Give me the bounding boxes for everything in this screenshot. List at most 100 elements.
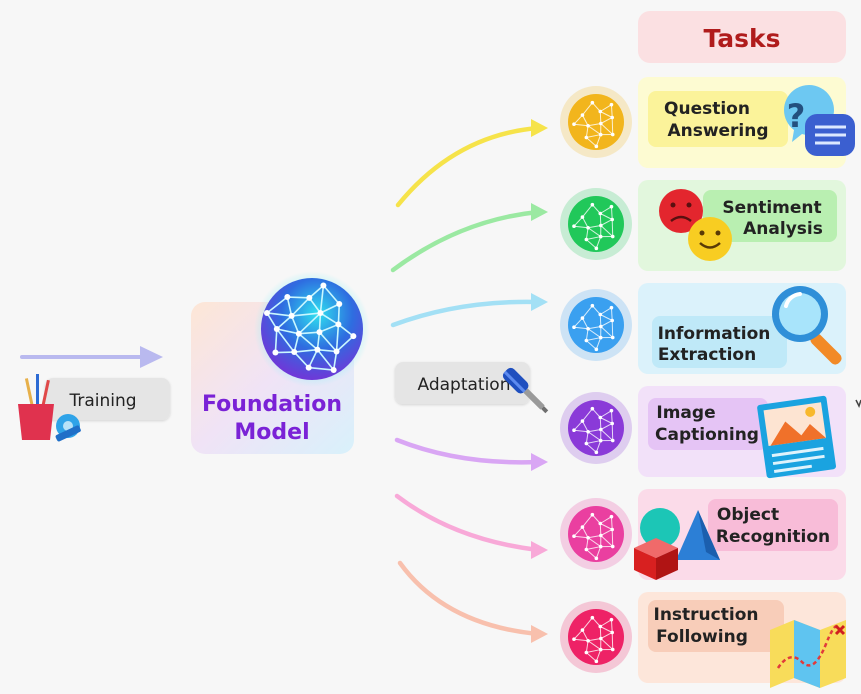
sphere-mesh-line bbox=[298, 333, 318, 351]
task-arrow-line bbox=[394, 437, 541, 465]
sphere-mesh-node bbox=[291, 349, 298, 356]
foundation-title-line2: Model bbox=[234, 420, 309, 445]
sphere-mesh-line bbox=[308, 297, 322, 314]
training-input: Training bbox=[18, 346, 170, 442]
training-arrow-head bbox=[140, 346, 163, 368]
task-card-pill bbox=[648, 91, 788, 147]
adaptation-label-box bbox=[395, 362, 530, 404]
task-card-image-captioning: Image Captioning bbox=[638, 386, 846, 479]
sphere-mesh-node bbox=[336, 300, 343, 307]
sphere-mesh-node bbox=[335, 321, 342, 328]
task-sphere-icon bbox=[560, 498, 632, 570]
training-label: Training bbox=[68, 391, 136, 411]
sphere-mesh-line bbox=[335, 324, 340, 352]
task-sphere-icon bbox=[560, 86, 632, 158]
task-label-line1: Object bbox=[717, 505, 779, 525]
sphere-mesh-node bbox=[295, 330, 302, 337]
sphere-mesh-line bbox=[293, 351, 310, 369]
picture-document-icon bbox=[757, 395, 837, 479]
sphere-mesh-line bbox=[318, 331, 338, 353]
task-arrow-line bbox=[390, 299, 541, 328]
sphere-mesh-line bbox=[291, 297, 310, 317]
sphere-mesh-node bbox=[272, 349, 279, 356]
sphere-mesh-line bbox=[276, 328, 295, 353]
sphere-mesh-line bbox=[276, 315, 293, 330]
task-card-pill bbox=[652, 316, 787, 368]
3d-shapes-icon bbox=[634, 508, 720, 580]
sphere-mesh-line bbox=[276, 328, 299, 335]
sphere-mesh-line bbox=[298, 312, 321, 335]
sphere-mesh-node bbox=[263, 309, 270, 316]
task-arrow-head bbox=[531, 453, 548, 471]
sphere-mesh-node bbox=[350, 333, 357, 340]
task-arrow-head bbox=[531, 625, 548, 643]
task-card-pill bbox=[703, 190, 837, 242]
sphere-mesh-line bbox=[337, 323, 354, 337]
edge-mark bbox=[855, 399, 861, 408]
task-arrow-head bbox=[531, 293, 548, 311]
art-supplies-icon bbox=[18, 374, 81, 442]
task-arrow-line bbox=[390, 209, 541, 273]
sphere-mesh-node bbox=[330, 367, 337, 374]
sphere-mesh-line bbox=[291, 312, 321, 317]
task-card-sentiment-analysis: Sentiment Analysis bbox=[638, 180, 846, 271]
neural-sphere-icon bbox=[254, 271, 370, 387]
task-sphere-icon bbox=[560, 289, 632, 361]
task-label-line2: Analysis bbox=[743, 219, 823, 239]
sphere-mesh-line bbox=[319, 323, 339, 333]
sphere-mesh-node bbox=[314, 346, 321, 353]
sphere-mesh-line bbox=[332, 351, 338, 371]
adaptation-label: Adaptation bbox=[418, 375, 511, 395]
task-arrow-line bbox=[397, 560, 541, 637]
sphere-mesh-line bbox=[307, 349, 319, 368]
task-card-pill bbox=[648, 600, 784, 652]
task-label-line2: Answering bbox=[667, 121, 768, 141]
sphere-mesh-line bbox=[293, 333, 300, 353]
sphere-mesh-line bbox=[266, 296, 288, 314]
sphere-mesh-node bbox=[284, 294, 291, 301]
task-label-line2: Following bbox=[656, 627, 748, 647]
task-label-line1: Sentiment bbox=[722, 198, 821, 218]
task-card-question-answering: Question Answering ? bbox=[638, 77, 855, 168]
sphere-mesh-node bbox=[320, 282, 327, 289]
sphere-mesh-node bbox=[288, 312, 295, 319]
tasks-header: Tasks bbox=[638, 11, 846, 63]
task-card-object-recognition: Object Recognition bbox=[634, 489, 846, 580]
sphere-mesh-node bbox=[333, 348, 340, 355]
task-arrow-head bbox=[531, 541, 548, 559]
task-arrows bbox=[390, 119, 548, 643]
task-arrow-head bbox=[531, 203, 548, 221]
sphere-mesh-line bbox=[318, 312, 322, 333]
sphere-mesh-line bbox=[308, 366, 334, 371]
sphere-mesh-line bbox=[286, 296, 293, 317]
sphere-mesh-line bbox=[308, 284, 324, 299]
tasks-header-title: Tasks bbox=[703, 24, 780, 53]
sphere-mesh-line bbox=[320, 303, 340, 314]
sphere-mesh-node bbox=[306, 294, 313, 301]
sphere-mesh-node bbox=[316, 329, 323, 336]
sphere-mesh-line bbox=[322, 284, 340, 305]
task-label-line1: Information bbox=[658, 324, 771, 344]
adaptation-step: Adaptation bbox=[395, 362, 549, 414]
task-label-line1: Image bbox=[656, 403, 715, 423]
task-card-pill bbox=[708, 499, 838, 551]
task-label-line2: Captioning bbox=[655, 425, 759, 445]
sphere-mesh-line bbox=[266, 312, 292, 317]
task-arrow-line bbox=[395, 125, 541, 208]
sphere-mesh-line bbox=[287, 296, 310, 299]
emoji-faces-icon bbox=[659, 189, 732, 261]
sphere-mesh-line bbox=[335, 335, 354, 353]
task-card-pill bbox=[648, 398, 768, 450]
foundation-title-line1: Foundation bbox=[202, 392, 342, 417]
tasks-header-bg bbox=[638, 11, 846, 63]
sphere-mesh-line bbox=[319, 312, 339, 326]
sphere-mesh-line bbox=[337, 303, 341, 325]
magnifier-icon bbox=[772, 286, 842, 365]
sphere-mesh-line bbox=[317, 348, 337, 353]
task-sphere-icon bbox=[560, 601, 632, 673]
treasure-map-icon bbox=[770, 620, 846, 688]
sphere-mesh-line bbox=[266, 312, 278, 330]
question-bubble-icon: ? bbox=[784, 85, 855, 156]
sphere-mesh-node bbox=[273, 326, 280, 333]
